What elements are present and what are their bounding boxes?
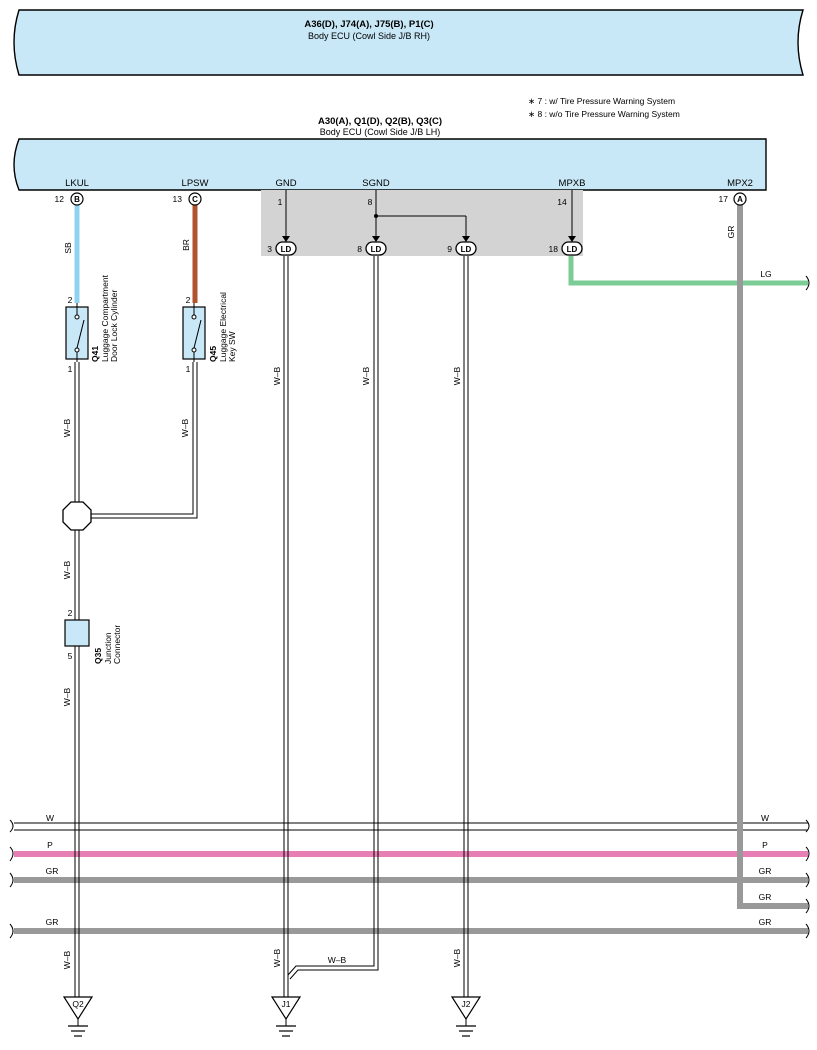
wire-lg: LG bbox=[760, 269, 771, 279]
q41-name2: Door Lock Cylinder bbox=[109, 290, 119, 362]
wire-wb-5: W–B bbox=[180, 418, 190, 437]
ecu-lh-name: Body ECU (Cowl Side J/B LH) bbox=[320, 127, 441, 137]
ground-j1: J1 bbox=[270, 996, 302, 1037]
q45-pin-bottom: 1 bbox=[186, 364, 191, 374]
q35-name2: Connector bbox=[112, 625, 122, 664]
ground-q2: Q2 bbox=[62, 996, 94, 1037]
q35-pin-bottom: 5 bbox=[68, 651, 73, 661]
lpsw-pin: 13 bbox=[173, 194, 183, 204]
q41-name: Luggage Compartment bbox=[100, 274, 110, 362]
sgnd-circuit: 8 W–B W–B bbox=[287, 190, 470, 980]
terminal-sgnd: SGND bbox=[362, 178, 390, 189]
mpx2-conn: A bbox=[737, 195, 743, 204]
terminal-lpsw: LPSW bbox=[182, 178, 209, 189]
wire-wb-10: W–B bbox=[452, 366, 462, 385]
mpxb-pin: 14 bbox=[557, 197, 567, 207]
terminal-gnd: GND bbox=[275, 178, 296, 189]
wire-gr-right-2: GR bbox=[759, 892, 772, 902]
ecu-lh-block: A30(A), Q1(D), Q2(B), Q3(C) Body ECU (Co… bbox=[13, 116, 767, 191]
wire-wb-8: W–B bbox=[361, 366, 371, 385]
ld-pin-18: 18 bbox=[549, 244, 559, 254]
mpx2-pin: 17 bbox=[719, 194, 729, 204]
ld9-circuit: W–B W–B bbox=[452, 256, 469, 997]
wire-wb-7: W–B bbox=[272, 948, 282, 967]
gnd-circuit: 1 W–B W–B bbox=[272, 190, 290, 997]
junction-q35 bbox=[64, 619, 90, 647]
wire-br: BR bbox=[181, 239, 191, 251]
wire-p-right: P bbox=[762, 840, 768, 850]
q45-pin-top: 2 bbox=[186, 295, 191, 305]
q35-code: Q35 bbox=[93, 648, 103, 664]
lkul-pin: 12 bbox=[55, 194, 65, 204]
ld-pin-8: 8 bbox=[357, 244, 362, 254]
q45-name: Luggage Electrical bbox=[218, 292, 228, 362]
wire-p-left: P bbox=[47, 840, 53, 850]
ground-q2-label: Q2 bbox=[72, 999, 84, 1009]
lkul-circuit: SB 2 1 Q41 Luggage Compartment Door Lock… bbox=[62, 205, 122, 997]
wire-wb-4: W–B bbox=[62, 950, 72, 969]
mpx2-circuit: GR bbox=[726, 205, 808, 909]
wire-wb-3: W–B bbox=[62, 687, 72, 706]
ld-label-8: LD bbox=[371, 245, 382, 254]
ld-label-3: LD bbox=[281, 245, 292, 254]
wire-sb: SB bbox=[63, 242, 73, 254]
note-7: ∗ 7 : w/ Tire Pressure Warning System bbox=[528, 96, 675, 106]
wire-wb-2: W–B bbox=[62, 560, 72, 579]
lpsw-circuit: BR 2 1 Q45 Luggage Electrical Key SW W–B bbox=[91, 205, 237, 519]
terminal-mpxb: MPXB bbox=[559, 178, 586, 189]
wire-gr-mpx2: GR bbox=[726, 226, 736, 239]
terminal-lkul: LKUL bbox=[65, 178, 89, 189]
bus-wires: W W P P GR GR GR GR GR bbox=[9, 813, 810, 939]
wire-w-left: W bbox=[46, 813, 54, 823]
lkul-conn: B bbox=[74, 195, 80, 204]
q41-pin-top: 2 bbox=[68, 295, 73, 305]
q41-pin-bottom: 1 bbox=[68, 364, 73, 374]
q45-code: Q45 bbox=[208, 346, 218, 362]
ld-connectors: 3 LD 8 LD 9 LD 18 LD bbox=[267, 241, 583, 256]
ld-label-18: LD bbox=[567, 245, 578, 254]
ecu-rh-block: A36(D), J74(A), J75(B), P1(C) Body ECU (… bbox=[13, 9, 804, 76]
note-8: ∗ 8 : w/o Tire Pressure Warning System bbox=[528, 109, 680, 119]
wire-wb-1: W–B bbox=[62, 418, 72, 437]
terminal-mpx2: MPX2 bbox=[727, 178, 753, 189]
q41-code: Q41 bbox=[90, 346, 100, 362]
ecu-rh-connectors: A36(D), J74(A), J75(B), P1(C) bbox=[304, 19, 433, 30]
wire-gr-left-1: GR bbox=[46, 866, 59, 876]
ground-j2-label: J2 bbox=[462, 999, 471, 1009]
lpsw-conn: C bbox=[192, 195, 198, 204]
wire-wb-9: W–B bbox=[328, 955, 347, 965]
ld-connector-box bbox=[261, 190, 583, 256]
q35-name: Junction bbox=[103, 632, 113, 664]
ecu-lh-connectors: A30(A), Q1(D), Q2(B), Q3(C) bbox=[318, 116, 442, 127]
wire-wb-6: W–B bbox=[272, 366, 282, 385]
wire-wb-11: W–B bbox=[452, 948, 462, 967]
wire-gr-left-3: GR bbox=[46, 917, 59, 927]
ground-j2: J2 bbox=[450, 996, 482, 1037]
wire-gr-right-3: GR bbox=[759, 917, 772, 927]
terminal-markers: 12 B 13 C 17 A bbox=[55, 192, 747, 206]
sgnd-pin: 8 bbox=[368, 197, 373, 207]
ld-pin-9: 9 bbox=[447, 244, 452, 254]
wire-w-right: W bbox=[761, 813, 769, 823]
ground-j1-label: J1 bbox=[282, 999, 291, 1009]
wire-gr-right-1: GR bbox=[759, 866, 772, 876]
ld-label-9: LD bbox=[461, 245, 472, 254]
mpxb-circuit: 14 LG bbox=[557, 190, 810, 291]
splice-point bbox=[62, 501, 92, 531]
ld-pin-3: 3 bbox=[267, 244, 272, 254]
q35-pin-top: 2 bbox=[68, 608, 73, 618]
gnd-pin: 1 bbox=[278, 197, 283, 207]
q45-name2: Key SW bbox=[227, 331, 237, 362]
ecu-rh-name: Body ECU (Cowl Side J/B RH) bbox=[308, 31, 430, 41]
